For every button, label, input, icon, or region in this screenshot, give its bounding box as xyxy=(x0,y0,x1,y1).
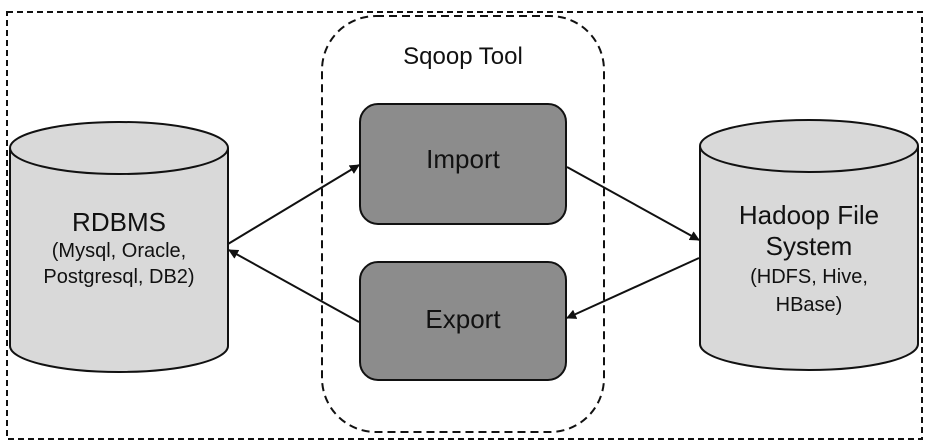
export-box xyxy=(359,261,567,381)
rdbms-subtitle-line-1: (Mysql, Oracle, xyxy=(51,240,187,263)
rdbms-subtitle-line-2: Postgresql, DB2) xyxy=(43,266,195,289)
arrow-export-to-rdbms xyxy=(228,249,360,323)
arrow-import-to-hadoop xyxy=(566,166,700,241)
hadoop-subtitle-line-2: HBase) xyxy=(775,294,843,317)
hadoop-cylinder xyxy=(699,119,919,371)
import-box xyxy=(359,103,567,225)
hadoop-label: Hadoop File System (HDFS, Hive, HBase) xyxy=(700,200,918,317)
rdbms-cylinder xyxy=(9,121,229,373)
hadoop-title-line-1: Hadoop File xyxy=(738,200,880,230)
import-label: Import xyxy=(426,144,500,174)
sqoop-tool-title: Sqoop Tool xyxy=(403,43,523,70)
outer-dashed-border xyxy=(6,11,923,440)
export-label: Export xyxy=(425,304,501,334)
arrow-hadoop-to-export xyxy=(566,257,700,319)
rdbms-label: RDBMS (Mysql, Oracle, Postgresql, DB2) xyxy=(10,207,228,289)
hadoop-subtitle-line-1: (HDFS, Hive, xyxy=(750,266,868,289)
arrow-rdbms-to-import xyxy=(227,164,360,245)
rdbms-title: RDBMS xyxy=(72,207,166,237)
hadoop-title-line-2: System xyxy=(765,230,853,261)
